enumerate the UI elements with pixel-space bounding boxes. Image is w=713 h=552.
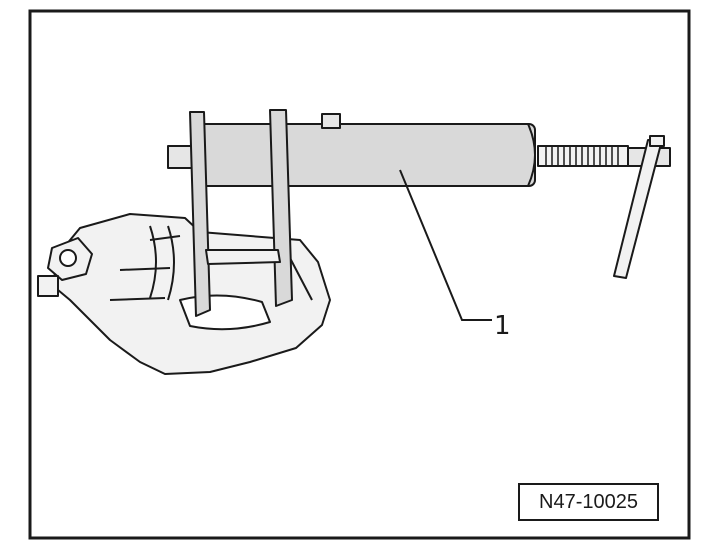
handle-top <box>649 135 665 147</box>
callout-leader-line <box>399 169 492 321</box>
tool-cylinder <box>194 123 536 187</box>
plate-bridge <box>205 249 281 265</box>
caliper-ribs <box>109 235 313 301</box>
thread-lines <box>545 146 619 166</box>
press-plate-left <box>189 111 211 317</box>
tool-set-screw <box>321 113 341 129</box>
caliper-piston-seal <box>149 225 175 301</box>
caliper-bleed-nipple <box>37 275 59 297</box>
caliper-piston-bore <box>179 294 271 331</box>
callout-number: 1 <box>494 311 511 341</box>
caliper-mount-hole <box>59 249 77 267</box>
tool-nut <box>167 145 193 169</box>
cylinder-end-cap <box>527 123 536 187</box>
figure-reference-code: N47-10025 <box>518 483 659 521</box>
press-plates <box>189 109 293 317</box>
